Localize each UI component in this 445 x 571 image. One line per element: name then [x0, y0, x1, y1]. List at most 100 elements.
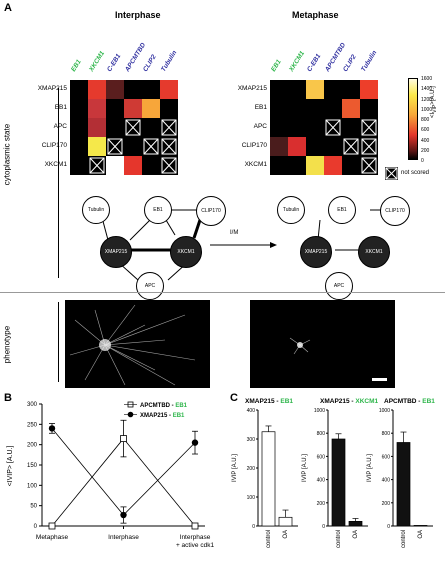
heatmap-cell — [324, 156, 342, 175]
heatmap-cell — [306, 137, 324, 156]
y-tick-label: 100 — [27, 483, 38, 489]
column-label-eb1-metaphase: EB1 — [270, 58, 283, 73]
y-tick-label: 0 — [387, 524, 390, 530]
colorbar-tick: 0 — [421, 158, 424, 164]
heatmap-cell — [70, 156, 88, 175]
x-tick-label: Interphase — [180, 534, 211, 541]
heatmap-cell — [160, 80, 178, 99]
y-tick-label: 300 — [247, 437, 256, 443]
colorbar-tick: 1600 — [421, 76, 433, 82]
cytoplasmic-state-label: cytoplasmic state — [2, 123, 12, 186]
heatmap-cell — [342, 99, 360, 118]
bar — [348, 521, 363, 527]
x-tick-label: control — [266, 530, 272, 548]
x-tick-label: control — [336, 530, 342, 548]
node-eb1-left: EB1 — [144, 196, 172, 224]
heatmap-cell-not-scored — [124, 118, 142, 137]
heatmap-cell — [142, 156, 160, 175]
transition-label: I/M — [230, 230, 239, 236]
heatmap-cell — [342, 80, 360, 99]
heatmap-cell — [142, 118, 160, 137]
heatmap-cell — [288, 156, 306, 175]
colorbar-tick: 1200 — [421, 96, 433, 103]
heatmap-cell — [70, 80, 88, 99]
row-label-xkcm1-metaphase: XKCM1 — [244, 161, 267, 168]
heatmap-cell-not-scored — [360, 118, 378, 137]
heatmap-cell — [106, 80, 124, 99]
heatmap-cell — [342, 118, 360, 137]
phenotype-label: phenotype — [2, 325, 12, 364]
column-label-c-eb1-metaphase: C-EB1 — [306, 52, 323, 73]
heatmap-cell — [306, 80, 324, 99]
x-tick-label: Metaphase — [36, 534, 69, 541]
interphase-title: Interphase — [115, 10, 161, 20]
not-scored-swatch — [385, 167, 398, 180]
y-tick-label: 800 — [317, 431, 326, 437]
colorbar-tick: 600 — [421, 127, 430, 134]
heatmap-cell — [360, 80, 378, 99]
y-tick-label: 300 — [27, 402, 38, 408]
heatmap-cell — [342, 156, 360, 175]
data-point-circle — [48, 425, 56, 432]
not-scored-label: not scored — [401, 170, 430, 176]
heatmap-cell — [88, 118, 106, 137]
y-tick-label: 1000 — [379, 408, 390, 414]
legend-label-1: APCMTBD - EB1 — [140, 403, 188, 409]
heatmap-cell — [306, 118, 324, 137]
colorbar — [408, 78, 418, 160]
y-tick-label: 200 — [382, 501, 391, 507]
colorbar-tick: 800 — [421, 117, 430, 123]
panel-c-title-3: APCMTBD - EB1 — [384, 398, 435, 405]
heatmap-cell — [270, 156, 288, 175]
heatmap-cell — [360, 99, 378, 118]
node-apc-right: APC — [325, 272, 353, 300]
heatmap-cell — [70, 137, 88, 156]
colorbar-label: <IVIP>[A.U.] — [430, 86, 439, 118]
y-tick-label: 150 — [27, 463, 38, 469]
node-tubulin-left: Tubulin — [82, 196, 110, 224]
y-axis-label: IVIP [A.U.] — [367, 454, 373, 482]
x-tick-label: OA — [283, 530, 289, 539]
heatmap-cell — [88, 137, 106, 156]
heatmap-cell — [270, 99, 288, 118]
heatmap-cell — [288, 80, 306, 99]
heatmap-cell — [306, 99, 324, 118]
node-xmap215-left: XMAP215 — [100, 236, 132, 268]
heatmap-cell — [106, 156, 124, 175]
heatmap-cell — [106, 99, 124, 118]
heatmap-cell-not-scored — [160, 118, 178, 137]
y-tick-label: 400 — [382, 478, 391, 484]
node-tubulin-right: Tubulin — [277, 196, 305, 224]
heatmap-cell-not-scored — [160, 137, 178, 156]
data-point-square — [120, 435, 127, 442]
y-tick-label: 200 — [27, 443, 38, 449]
column-label-tubulin-interphase: Tubulin — [160, 49, 179, 73]
colorbar-tick: 200 — [421, 147, 430, 154]
colorbar-tick: 1000 — [421, 106, 433, 113]
heatmap-cell — [70, 99, 88, 118]
x-tick-label: Interphase — [108, 534, 139, 541]
y-tick-label: 0 — [322, 524, 325, 530]
y-tick-label: 800 — [382, 431, 391, 437]
heatmap-cell — [124, 99, 142, 118]
metaphase-title: Metaphase — [292, 10, 339, 20]
heatmap-cell — [270, 137, 288, 156]
x-tick-label: OA — [418, 530, 424, 539]
row-label-clip170-interphase: CLIP170 — [41, 142, 67, 149]
panel-a-letter: A — [4, 2, 12, 14]
y-tick-label: 400 — [317, 478, 326, 484]
heatmap-cell — [142, 80, 160, 99]
y-tick-label: 50 — [30, 504, 37, 510]
state-label-wrap: cytoplasmic state — [2, 124, 12, 185]
heatmap-cell — [270, 118, 288, 137]
row-label-eb1-interphase: EB1 — [54, 104, 67, 111]
panel-c-letter: C — [230, 392, 238, 404]
column-label-clip2-metaphase: CLIP2 — [342, 53, 358, 73]
node-eb1-right: EB1 — [328, 196, 356, 224]
y-tick-label: 600 — [382, 454, 391, 460]
heatmap-cell — [88, 99, 106, 118]
column-label-xkcm1-metaphase: XKCM1 — [288, 49, 307, 73]
row-label-xmap215-interphase: XMAP215 — [37, 85, 67, 92]
